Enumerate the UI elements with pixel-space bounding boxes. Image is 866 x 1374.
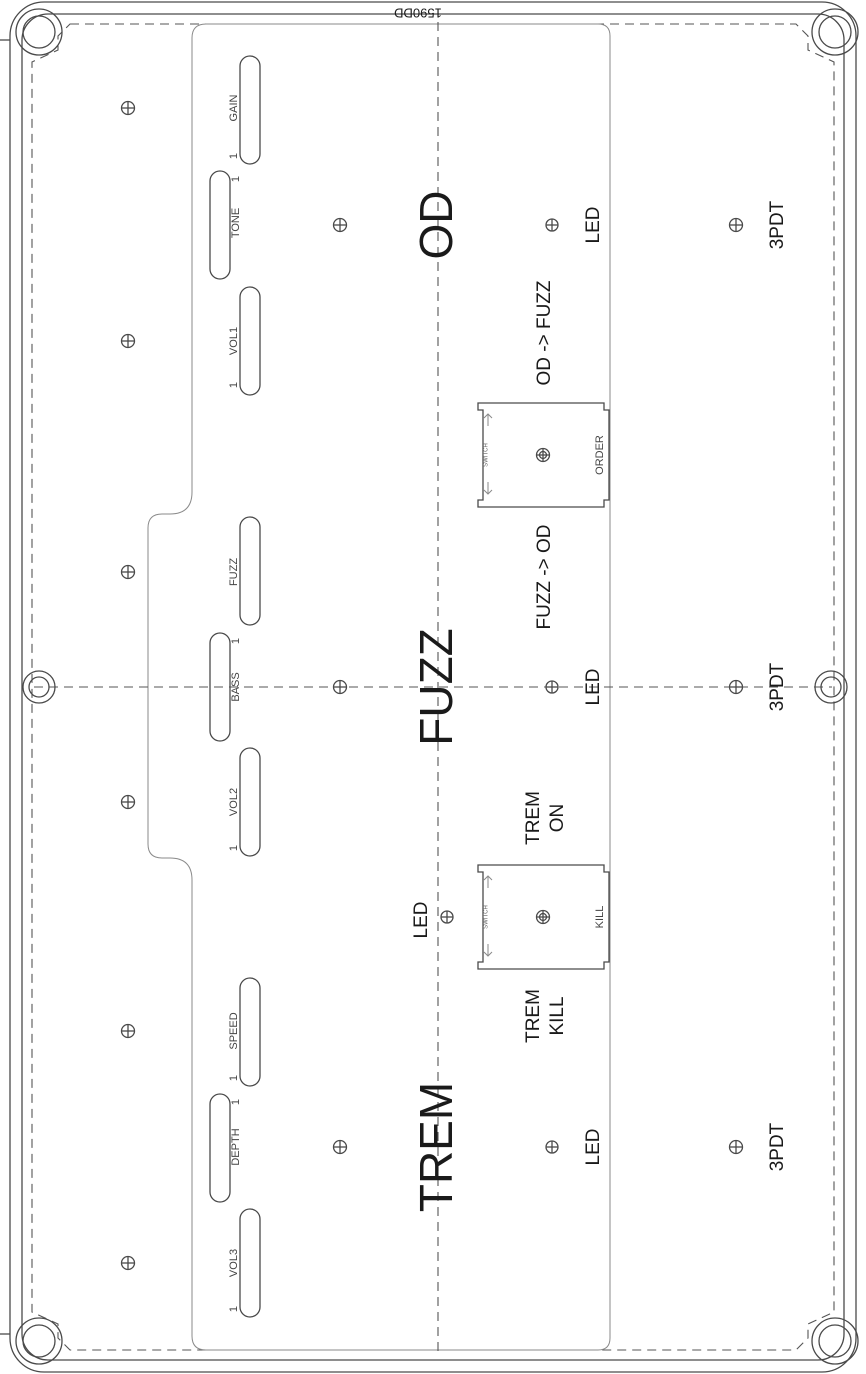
pot-drill-mark bbox=[332, 1139, 348, 1155]
pot-label-depth: DEPTH bbox=[230, 1128, 242, 1165]
section-title-trem: TREM bbox=[410, 1082, 462, 1212]
footswitch-label: 3PDT bbox=[767, 1122, 788, 1171]
arrow-up-icon bbox=[483, 413, 493, 426]
pot-label-tone: TONE bbox=[230, 208, 242, 238]
pot-pin1-mark: 1 bbox=[230, 638, 242, 644]
led-drill-mark bbox=[545, 1140, 559, 1154]
enclosure-lip-dashed-outline bbox=[31, 23, 835, 1351]
pot-pin1-mark: 1 bbox=[228, 153, 240, 159]
toggle-position-trem-on-line2: ON bbox=[547, 804, 568, 833]
pot-drill-mark bbox=[120, 564, 136, 580]
pot-pin1-mark: 1 bbox=[228, 1306, 240, 1312]
side-screw-hole bbox=[22, 670, 56, 704]
corner-screw-hole bbox=[811, 1317, 859, 1365]
pot-pin1-mark: 1 bbox=[228, 382, 240, 388]
arrow-down-icon bbox=[483, 482, 493, 495]
footswitch-label: 3PDT bbox=[767, 662, 788, 711]
footswitch-label: 3PDT bbox=[767, 200, 788, 249]
pot-drill-mark bbox=[120, 100, 136, 116]
led-drill-mark bbox=[545, 218, 559, 232]
kill-toggle-footprint bbox=[477, 864, 610, 970]
pot-label-vol2: VOL2 bbox=[228, 788, 240, 816]
pot-label-vol1: VOL1 bbox=[228, 327, 240, 355]
enclosure-inner-outline bbox=[21, 13, 845, 1361]
pot-label-vol3: VOL3 bbox=[228, 1249, 240, 1277]
pot-drill-mark bbox=[332, 217, 348, 233]
enclosure-outer-outline bbox=[9, 1, 857, 1373]
arrow-up-icon bbox=[483, 875, 493, 888]
pot-label-speed: SPEED bbox=[228, 1012, 240, 1049]
corner-screw-hole bbox=[15, 1317, 63, 1365]
toggle-position-trem-on-line1: TREM bbox=[523, 791, 544, 845]
enclosure-name: 1590DD bbox=[394, 6, 442, 21]
pot-footprint-tone bbox=[209, 170, 231, 280]
pot-drill-mark bbox=[120, 333, 136, 349]
pot-footprint-vol3 bbox=[239, 1208, 261, 1318]
toggle-label-order: ORDER bbox=[594, 435, 606, 475]
pot-label-bass: BASS bbox=[230, 672, 242, 701]
led-label: LED bbox=[411, 902, 432, 939]
pot-label-gain: GAIN bbox=[228, 95, 240, 122]
toggle-tiny-label: SWITCH bbox=[484, 905, 490, 929]
led-label: LED bbox=[583, 669, 604, 706]
pot-drill-mark bbox=[120, 794, 136, 810]
toggle-tiny-label: SWITCH bbox=[484, 443, 490, 467]
section-title-fuzz: FUZZ bbox=[410, 628, 462, 746]
footswitch-drill-mark bbox=[728, 217, 744, 233]
footswitch-drill-mark bbox=[728, 1139, 744, 1155]
toggle-position-trem-kill-line2: KILL bbox=[547, 996, 568, 1035]
toggle-label-kill: KILL bbox=[594, 906, 606, 929]
footswitch-drill-mark bbox=[728, 679, 744, 695]
corner-screw-hole bbox=[811, 8, 859, 56]
side-screw-hole bbox=[814, 670, 848, 704]
led-label: LED bbox=[583, 1129, 604, 1166]
pot-footprint-depth bbox=[209, 1093, 231, 1203]
pot-pin1-mark: 1 bbox=[230, 1099, 242, 1105]
arrow-down-icon bbox=[483, 944, 493, 957]
pot-footprint-vol1 bbox=[239, 286, 261, 396]
pot-drill-mark bbox=[332, 679, 348, 695]
toggle-position-od-to-fuzz: OD -> FUZZ bbox=[534, 280, 555, 385]
toggle-position-trem-kill-line1: TREM bbox=[523, 989, 544, 1043]
pot-drill-mark bbox=[120, 1023, 136, 1039]
pot-pin1-mark: 1 bbox=[228, 845, 240, 851]
pot-label-fuzz: FUZZ bbox=[228, 558, 240, 586]
pot-pin1-mark: 1 bbox=[228, 1075, 240, 1081]
led-label: LED bbox=[583, 207, 604, 244]
toggle-position-fuzz-to-od: FUZZ -> OD bbox=[534, 524, 555, 629]
led-drill-mark bbox=[440, 910, 454, 924]
pot-footprint-vol2 bbox=[239, 747, 261, 857]
pot-drill-mark bbox=[120, 1255, 136, 1271]
section-title-od: OD bbox=[410, 191, 462, 260]
order-toggle-footprint bbox=[477, 402, 610, 508]
pot-footprint-bass bbox=[209, 632, 231, 742]
led-drill-mark bbox=[545, 680, 559, 694]
pot-footprint-gain bbox=[239, 55, 261, 165]
pot-footprint-speed bbox=[239, 977, 261, 1087]
pot-footprint-fuzz bbox=[239, 516, 261, 626]
corner-screw-hole bbox=[15, 8, 63, 56]
pcb-board-outline bbox=[147, 23, 611, 1351]
pot-pin1-mark: 1 bbox=[230, 176, 242, 182]
